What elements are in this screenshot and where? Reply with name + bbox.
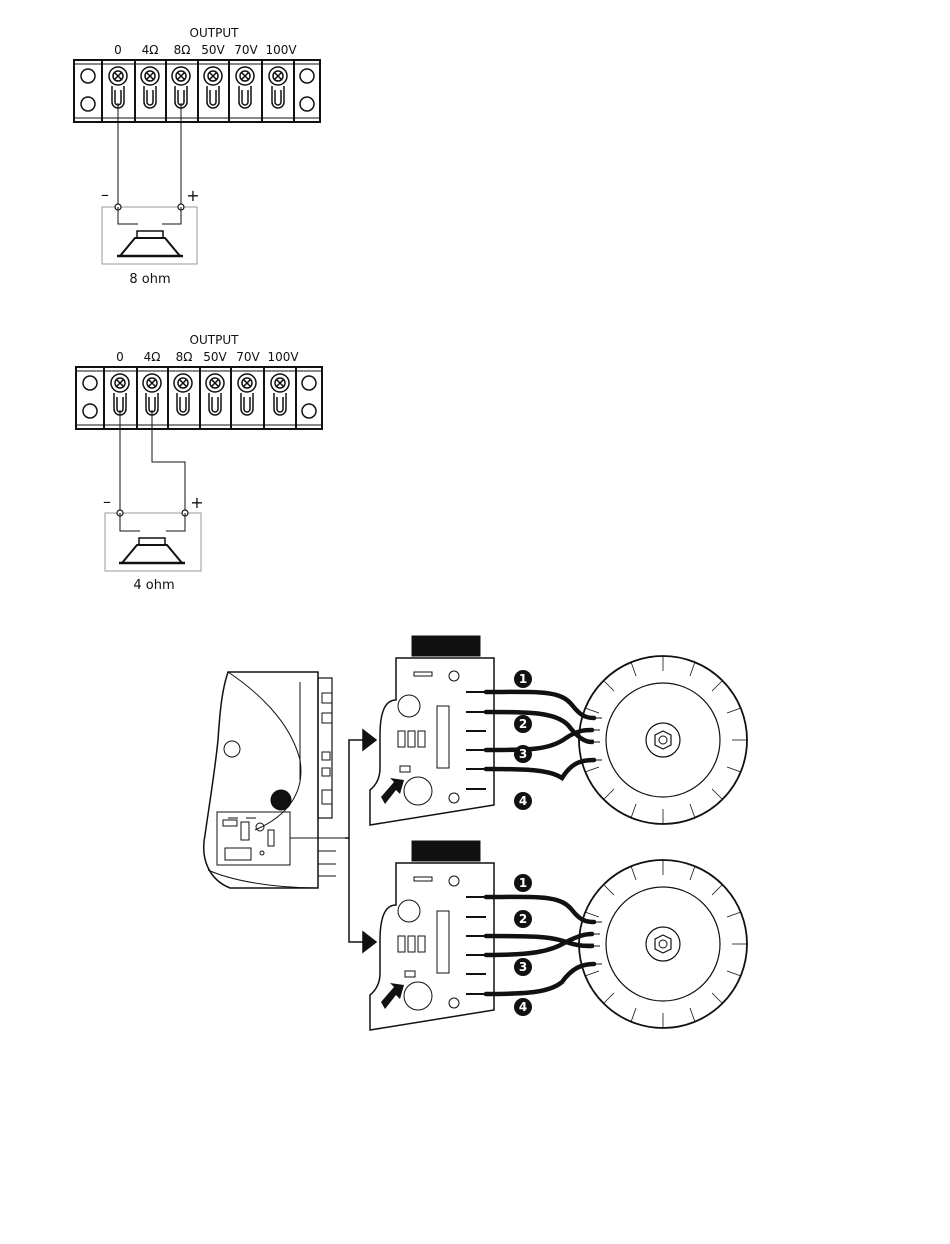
svg-text:3: 3 (519, 747, 527, 761)
load-label-4ohm: 4 ohm (133, 578, 174, 593)
side-connectors (322, 693, 332, 804)
wire-pins-lower (466, 897, 486, 994)
screw-terminal-4ohm (141, 67, 159, 108)
svg-text:2: 2 (519, 912, 527, 926)
speaker-4ohm (105, 510, 201, 571)
plus-sign: + (186, 186, 199, 205)
screw-terminal-70v (238, 374, 256, 415)
screw-terminal-4ohm (143, 374, 161, 415)
screw-terminal-8ohm (174, 374, 192, 415)
terminal-label-8ohm: 8Ω (176, 350, 193, 364)
terminal-label-50v: 50V (203, 350, 227, 364)
terminal-label-4ohm: 4Ω (142, 43, 159, 57)
terminal-label-0: 0 (114, 43, 122, 57)
terminal-label-70v: 70V (234, 43, 258, 57)
screw-terminal-100v (271, 374, 289, 415)
screw-terminal-100v (269, 67, 287, 108)
pcb-panel-lower (370, 841, 494, 1030)
svg-text:4: 4 (519, 794, 527, 808)
terminal-label-70v: 70V (236, 350, 260, 364)
svg-text:3: 3 (519, 960, 527, 974)
dot-marker (271, 790, 291, 810)
terminal-leads-upper (592, 718, 602, 760)
twisted-wires-upper (486, 692, 594, 778)
pcb-panel-upper (370, 636, 494, 825)
terminal-label-100v: 100V (267, 350, 299, 364)
terminal-label-0: 0 (116, 350, 124, 364)
svg-text:4: 4 (519, 1000, 527, 1014)
pcb-module (217, 812, 290, 865)
svg-text:2: 2 (519, 717, 527, 731)
screw-terminal-50v (204, 67, 222, 108)
pointer-arrows (345, 730, 376, 952)
screw-terminal-8ohm (172, 67, 190, 108)
output-terminal-diagram-4ohm: OUTPUT 0 4Ω 8Ω 50V 70V 100V (76, 333, 322, 593)
load-label-8ohm: 8 ohm (129, 272, 170, 287)
svg-text:1: 1 (519, 672, 527, 686)
terminal-leads-lower (592, 922, 602, 964)
output-title: OUTPUT (190, 333, 240, 347)
terminal-label-50v: 50V (201, 43, 225, 57)
output-title: OUTPUT (190, 26, 240, 40)
output-terminal-diagram-8ohm: OUTPUT 0 4Ω 8Ω 50V 70V 100V (74, 26, 320, 287)
twisted-wires-lower (486, 897, 594, 994)
terminal-label-4ohm: 4Ω (144, 350, 161, 364)
pointer-arrow-icon (381, 983, 404, 1009)
screw-terminal-0 (109, 67, 127, 108)
speaker-8ohm (102, 204, 197, 264)
speaker-wires (118, 103, 181, 207)
toroidal-transformer-upper (579, 656, 747, 824)
toroidal-transformer-lower (579, 860, 747, 1028)
screw-terminal-70v (236, 67, 254, 108)
terminal-label-100v: 100V (265, 43, 297, 57)
wire-pins-upper (466, 692, 486, 789)
screw-terminal-0 (111, 374, 129, 415)
minus-sign: – (101, 185, 109, 204)
plus-sign: + (190, 493, 203, 512)
terminal-label-8ohm: 8Ω (174, 43, 191, 57)
svg-text:1: 1 (519, 876, 527, 890)
screw-terminal-50v (206, 374, 224, 415)
minus-sign: – (103, 492, 111, 511)
amplifier-side-view (204, 672, 345, 888)
pointer-arrow-icon (381, 778, 404, 804)
